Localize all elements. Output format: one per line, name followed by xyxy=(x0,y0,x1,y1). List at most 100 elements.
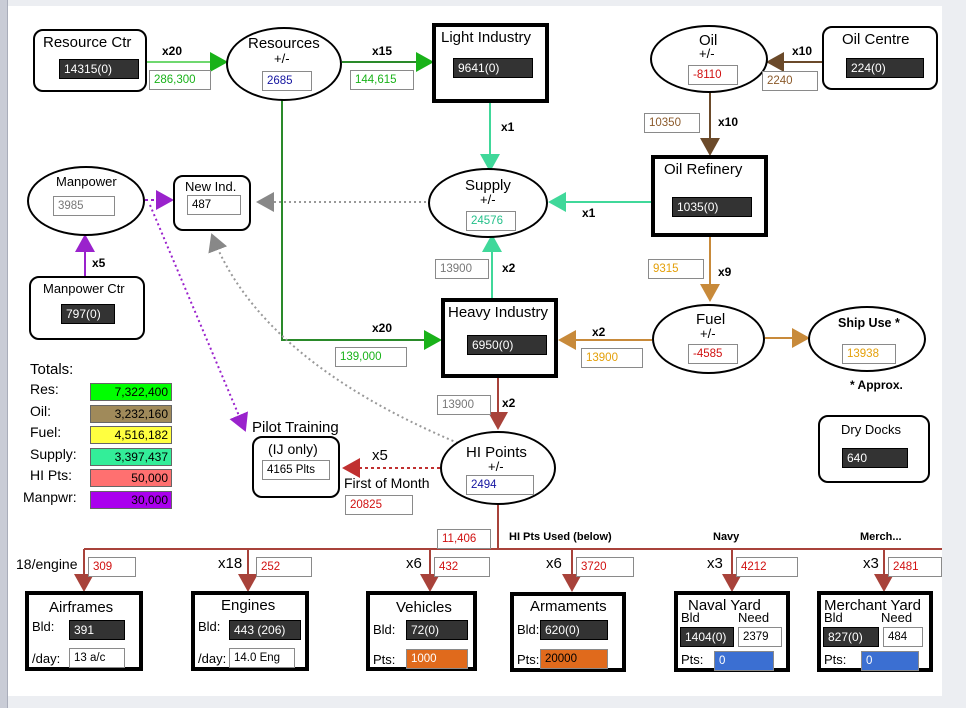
naval-yard-title: Naval Yard xyxy=(688,597,761,614)
merchant-yard-pts: 0 xyxy=(861,651,919,671)
node-hi-points: HI Points +/- 2494 xyxy=(440,431,556,505)
flow-value-res-hi: 139,000 xyxy=(335,347,407,367)
manpower-ctr-value: 797(0) xyxy=(61,304,115,324)
flow-value-res-li: 144,615 xyxy=(350,70,414,90)
armaments-title: Armaments xyxy=(530,598,607,615)
arrow-manpower-pilot xyxy=(149,204,248,432)
flow-value-fuel-hi: 13900 xyxy=(581,348,643,368)
airframes-day: 13 a/c xyxy=(69,648,125,668)
flow-mult-rc-res: x20 xyxy=(162,44,183,58)
hi-points-title: HI Points xyxy=(466,444,527,461)
resources-title: Resources xyxy=(248,35,320,52)
hi-points-value: 2494 xyxy=(466,475,534,495)
totals-label: Res: xyxy=(30,381,59,397)
vehicles-bld-label: Bld: xyxy=(373,622,396,637)
manpower-value: 3985 xyxy=(53,196,115,216)
airframes-day-label: /day: xyxy=(32,651,61,666)
ship-use-title: Ship Use * xyxy=(838,316,900,330)
flow-value-oc-oil: 2240 xyxy=(762,71,818,91)
pilot-training-sub: (IJ only) xyxy=(268,441,318,457)
node-new-ind: New Ind. 487 xyxy=(173,175,251,231)
hi-points-sub: +/- xyxy=(488,459,504,474)
armaments-bld-label: Bld: xyxy=(517,622,540,637)
hip-used-value: 11,406 xyxy=(437,529,491,549)
node-airframes: Airframes Bld: 391 /day: 13 a/c xyxy=(25,591,143,671)
flow-mult-res-li: x15 xyxy=(372,44,393,58)
engines-day-label: /day: xyxy=(198,651,227,666)
engines-used: 252 xyxy=(256,557,312,577)
engines-bld: 443 (206) xyxy=(229,620,301,640)
arrow-resources-heavyind xyxy=(281,100,442,350)
first-of-month-value: 20825 xyxy=(345,495,413,515)
vehicles-pts: 1000 xyxy=(406,649,468,669)
engines-bld-label: Bld: xyxy=(198,619,221,634)
node-heavy-industry: Heavy Industry 6950(0) xyxy=(441,298,558,378)
resources-value: 2685 xyxy=(262,71,312,91)
pilot-training-value: 4165 Plts xyxy=(262,460,330,480)
node-merchant-yard: Merchant Yard Bld Need 827(0) 484 Pts: 0 xyxy=(817,591,933,672)
arrow-hipoints-newind xyxy=(208,233,459,444)
engines-mult: x18 xyxy=(218,555,243,572)
totals-heading: Totals: xyxy=(30,361,74,378)
flow-mult-fuel-hi: x2 xyxy=(592,325,606,339)
supply-title: Supply xyxy=(465,177,511,194)
node-engines: Engines Bld: 443 (206) /day: 14.0 Eng xyxy=(191,591,309,671)
flow-mult-hip-pilot: x5 xyxy=(372,447,388,464)
merchant-yard-need-label: Need xyxy=(881,610,913,625)
fuel-value: -4585 xyxy=(688,344,738,364)
node-resource-ctr: Resource Ctr 14315(0) xyxy=(33,29,147,92)
pilot-training-title: Pilot Training xyxy=(252,419,339,436)
flow-mult-ref-fuel: x9 xyxy=(718,265,732,279)
oil-centre-title: Oil Centre xyxy=(842,31,910,48)
flow-mult-ref-supply: x1 xyxy=(582,206,596,220)
totals-value: 4,516,182 xyxy=(90,426,172,444)
engines-day: 14.0 Eng xyxy=(229,648,295,668)
airframes-title: Airframes xyxy=(49,599,114,616)
node-fuel: Fuel +/- -4585 xyxy=(652,304,765,374)
flow-mult-res-hi: x20 xyxy=(372,321,393,335)
ship-use-value: 13938 xyxy=(842,344,896,364)
node-pilot-training: (IJ only) 4165 Plts xyxy=(252,436,340,498)
vehicles-title: Vehicles xyxy=(396,599,452,616)
armaments-pts: 20000 xyxy=(540,649,608,669)
vehicles-pts-label: Pts: xyxy=(373,652,396,667)
node-ship-use: Ship Use * 13938 xyxy=(808,306,926,372)
resource-ctr-value: 14315(0) xyxy=(59,59,139,79)
airframes-bld: 391 xyxy=(69,620,125,640)
merchant-yard-bld: 827(0) xyxy=(823,627,879,647)
dry-docks-value: 640 xyxy=(842,448,908,468)
totals-label: Manpwr: xyxy=(23,488,77,505)
naval-yard-bld-label: Bld xyxy=(681,610,700,625)
armaments-pts-label: Pts: xyxy=(517,652,540,667)
flow-value-hi-supply: 13900 xyxy=(435,259,489,279)
fuel-title: Fuel xyxy=(696,311,726,328)
light-industry-title: Light Industry xyxy=(441,29,532,46)
node-oil-centre: Oil Centre 224(0) xyxy=(822,26,938,90)
dry-docks-title: Dry Docks xyxy=(841,422,901,437)
totals-value: 3,397,437 xyxy=(90,447,172,466)
window-frame-left xyxy=(0,0,8,708)
flow-value-oil-ref: 10350 xyxy=(644,113,700,133)
heavy-industry-title: Heavy Industry xyxy=(448,304,549,321)
approx-note: * Approx. xyxy=(850,378,903,392)
node-oil-refinery: Oil Refinery 1035(0) xyxy=(651,155,768,237)
navy-heading: Navy xyxy=(713,531,740,543)
naval-mult: x3 xyxy=(707,555,723,572)
airframes-used: 309 xyxy=(88,557,136,577)
fuel-sub: +/- xyxy=(700,326,716,341)
hip-used-label: HI Pts Used (below) xyxy=(509,531,612,543)
totals-label: Oil: xyxy=(30,402,51,419)
node-dry-docks: Dry Docks 640 xyxy=(818,415,930,483)
armaments-used: 3720 xyxy=(576,557,634,577)
node-vehicles: Vehicles Bld: 72(0) Pts: 1000 xyxy=(366,591,477,671)
resources-sub: +/- xyxy=(274,51,290,66)
oil-refinery-value: 1035(0) xyxy=(672,197,752,217)
totals-value: 7,322,400 xyxy=(90,383,172,401)
totals-label: HI Pts: xyxy=(30,467,73,483)
node-manpower-ctr: Manpower Ctr 797(0) xyxy=(29,276,145,340)
flow-value-hi-hip: 13900 xyxy=(437,395,491,415)
flow-mult-li-supply: x1 xyxy=(501,120,515,134)
flow-mult-oc-oil: x10 xyxy=(792,44,813,58)
vehicles-bld: 72(0) xyxy=(406,620,468,640)
merchant-mult: x3 xyxy=(863,555,879,572)
